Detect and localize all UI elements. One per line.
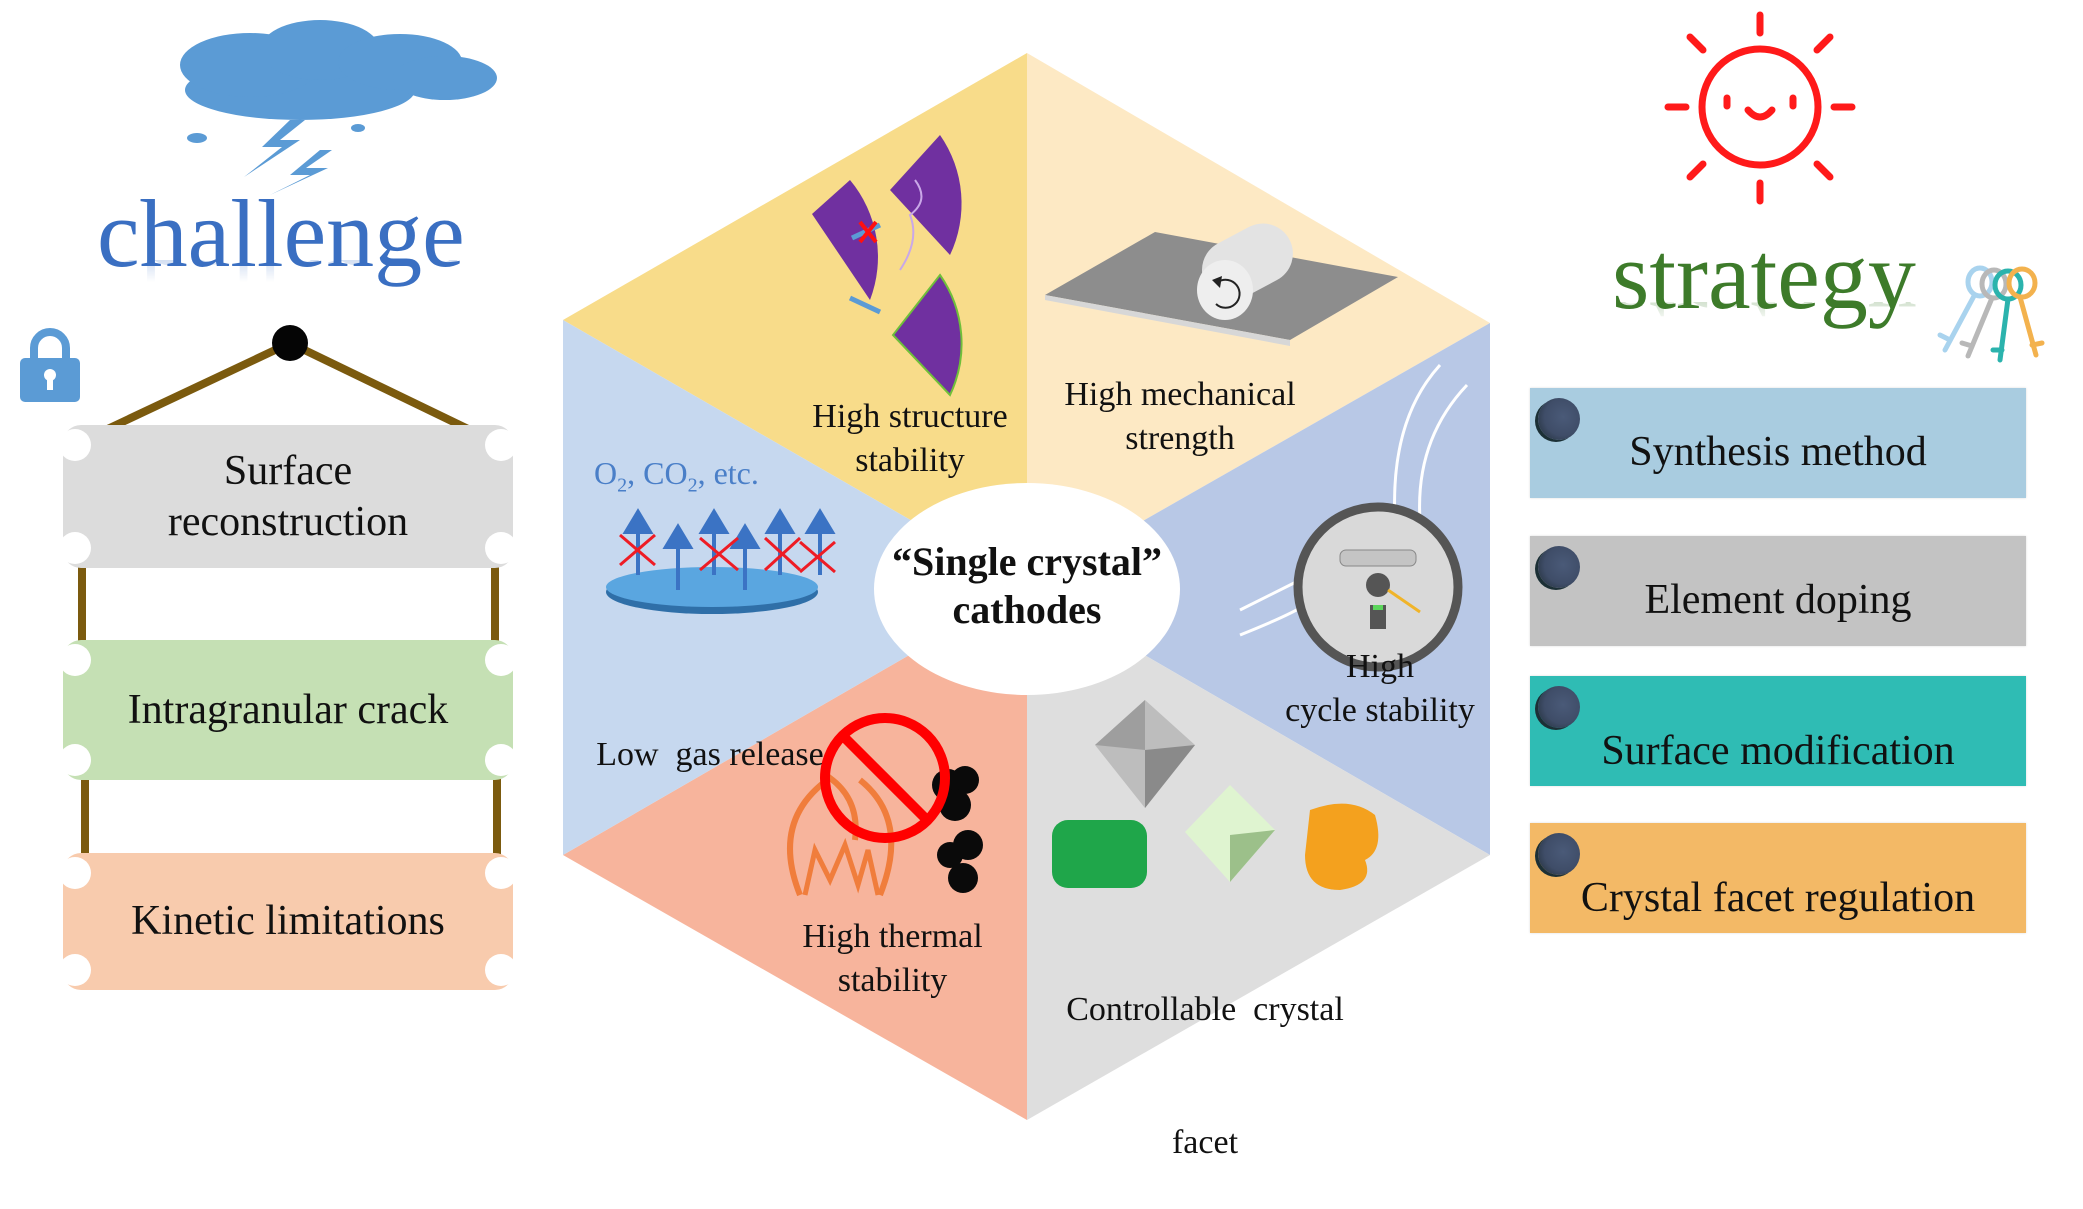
- property-label-line1: High mechanical: [1064, 376, 1296, 413]
- property-label-line2: facet: [1171, 1123, 1239, 1161]
- property-label-line1: Controllable crystal: [1066, 991, 1344, 1029]
- strategy-item-surface-modification: Surface modification: [1530, 676, 2026, 786]
- nail-icon: [272, 325, 308, 361]
- gas-sub: 2: [687, 474, 698, 497]
- property-label-line1: High: [1346, 648, 1414, 685]
- strategy-item-label: Synthesis method: [1629, 429, 1927, 475]
- no-fire-icon: [787, 713, 983, 897]
- challenge-item-label: Intragranular crack: [127, 686, 449, 733]
- property-label-line2: strength: [1125, 420, 1235, 458]
- property-label-mechanical: High mechanical strength: [1050, 373, 1310, 461]
- gas-etc: , etc.: [697, 455, 759, 491]
- gas-co: , CO: [627, 455, 688, 491]
- center-oval: [874, 483, 1180, 695]
- challenge-item-label: Surface reconstruction: [167, 448, 409, 545]
- hanger-hole: [485, 857, 517, 889]
- pin-icon: [1538, 546, 1580, 588]
- hanger-hole: [485, 644, 517, 676]
- strategy-heading: strategy strategy: [1612, 228, 1916, 343]
- property-label-line2: cycle stability: [1285, 692, 1475, 730]
- hanging-ropes: [78, 339, 501, 875]
- hanger-hole: [59, 954, 91, 986]
- pin-icon: [1538, 398, 1580, 440]
- challenge-heading-reflection: challenge: [97, 260, 465, 300]
- property-label-gas: Low gas release: [580, 645, 840, 822]
- particle-structure-icon: [812, 135, 963, 397]
- property-label-facet: Controllable crystal facet: [1045, 900, 1365, 1209]
- strategy-item-label: Crystal facet regulation: [1580, 875, 1976, 921]
- sector-cycle-stability: [1027, 323, 1490, 855]
- gas-o: O: [594, 455, 618, 491]
- challenge-item-intragranular-crack: Intragranular crack: [59, 640, 517, 780]
- speedometer-icon: [1239, 363, 1469, 672]
- keys-icon: [1937, 265, 2045, 363]
- property-label-structure: High structure stability: [795, 395, 1025, 483]
- crystal-shapes-icon: [1052, 700, 1379, 890]
- center-title: “Single crystal” cathodes: [877, 538, 1177, 634]
- strategy-heading-reflection: strategy: [1612, 302, 1916, 342]
- hanger-hole: [485, 744, 517, 776]
- hanger-hole: [59, 857, 91, 889]
- hanger-hole: [59, 644, 91, 676]
- center-title-line2: cathodes: [952, 587, 1102, 632]
- hanger-hole: [59, 429, 91, 461]
- hanger-hole: [485, 429, 517, 461]
- lock-icon: [20, 328, 80, 402]
- property-label-line2: stability: [837, 962, 948, 1000]
- strategy-heading-text: strategy: [1612, 222, 1916, 329]
- property-label-cycle: High cycle stability: [1270, 645, 1490, 733]
- gas-species-annotation: O2, CO2, etc.: [594, 455, 759, 497]
- challenge-heading-text: challenge: [97, 180, 465, 287]
- strategy-item-label: Surface modification: [1601, 728, 1955, 774]
- property-label-thermal: High thermal stability: [780, 915, 1005, 1003]
- strategy-item-crystal-facet-regulation: Crystal facet regulation: [1530, 823, 2026, 933]
- pin-icon: [1538, 833, 1580, 875]
- center-title-line1: “Single crystal”: [892, 539, 1162, 584]
- hanger-hole: [485, 532, 517, 564]
- property-label-line1: High thermal: [802, 918, 983, 955]
- challenge-item-label: Kinetic limitations: [131, 898, 445, 945]
- smiling-sun-icon: [1664, 11, 1856, 205]
- challenge-heading: challenge challenge: [97, 186, 465, 301]
- gas-release-icon: [606, 508, 836, 614]
- strategy-item-synthesis-method: Synthesis method: [1530, 388, 2026, 498]
- strategy-item-element-doping: Element doping: [1530, 536, 2026, 646]
- challenge-item-kinetic-limitations: Kinetic limitations: [59, 853, 517, 990]
- gas-sub: 2: [617, 474, 628, 497]
- challenge-item-surface-reconstruction: Surface reconstruction: [59, 425, 517, 568]
- property-label-line1: High structure: [812, 398, 1008, 435]
- pin-icon: [1538, 686, 1580, 728]
- strategy-item-label: Element doping: [1644, 577, 1912, 623]
- property-label-line1: Low gas release: [596, 736, 824, 774]
- storm-cloud-icon: [180, 20, 497, 195]
- property-label-line2: stability: [855, 442, 965, 480]
- hanger-hole: [59, 532, 91, 564]
- diagram-canvas: [20, 11, 2045, 1120]
- hanger-hole: [485, 954, 517, 986]
- hanger-hole: [59, 744, 91, 776]
- rolled-sheet-icon: [1045, 223, 1398, 346]
